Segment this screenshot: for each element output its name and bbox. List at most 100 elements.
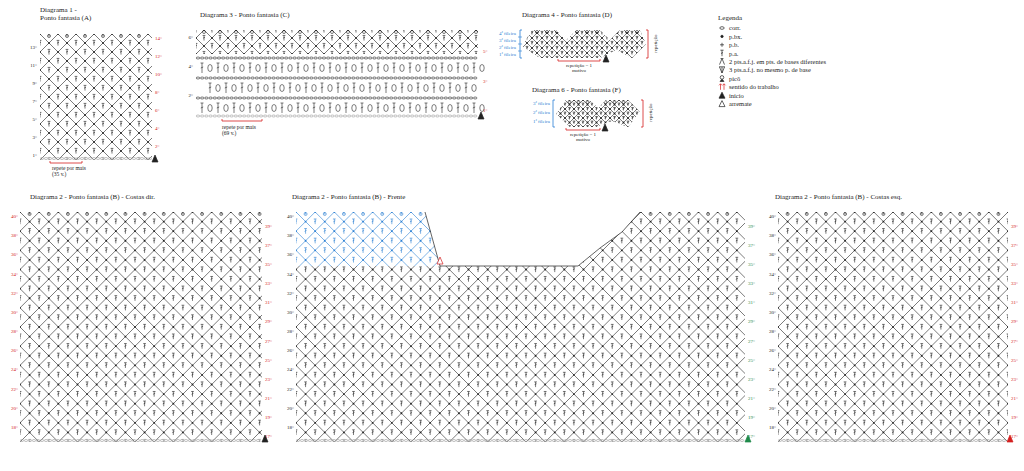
- stitch-symbol: [204, 51, 205, 56]
- chain-dot: [102, 78, 104, 80]
- chain-symbol: [465, 115, 469, 117]
- stitch-symbol: [345, 67, 347, 68]
- chain-symbol: [242, 77, 246, 79]
- stitch-symbol: [307, 45, 309, 46]
- stitch-symbol: [581, 52, 583, 53]
- chain-dot: [531, 37, 533, 39]
- stitch-symbol: [129, 150, 131, 151]
- stitch-symbol: [475, 53, 477, 54]
- chain-symbol: [251, 115, 255, 117]
- stitch-symbol: [111, 24, 113, 25]
- stitch-symbol: [557, 36, 558, 39]
- chain-dot: [93, 33, 95, 35]
- chart-stroke: [637, 100, 664, 127]
- stitch-symbol: [195, 43, 198, 44]
- chain-symbol: [352, 115, 356, 117]
- stitch-symbol: [616, 46, 619, 47]
- cluster-symbol: [320, 65, 324, 72]
- chain-dot: [621, 27, 623, 29]
- stitch-symbol: [111, 132, 113, 133]
- stitch-symbol: [75, 58, 78, 59]
- stitch-symbol: [444, 35, 445, 40]
- stitch-symbol: [211, 43, 214, 44]
- stitch-symbol: [94, 148, 95, 153]
- stitch-symbol: [394, 103, 395, 113]
- chain-symbol: [276, 97, 280, 99]
- stitch-symbol: [578, 126, 579, 129]
- cluster-symbol: [344, 85, 348, 92]
- stitch-symbol: [217, 103, 220, 104]
- chain-symbol: [473, 57, 477, 59]
- chain-dot: [66, 78, 68, 80]
- stitch-symbol: [596, 126, 597, 129]
- chain-symbol: [144, 158, 148, 160]
- stitch-symbol: [436, 43, 437, 48]
- stitch-symbol: [228, 27, 229, 32]
- chart-stroke: [76, 34, 202, 160]
- stitch-symbol: [419, 29, 421, 30]
- stitch-symbol: [129, 148, 132, 149]
- stitch-symbol: [425, 67, 427, 68]
- chain-symbol: [251, 97, 255, 99]
- stitch-symbol: [476, 35, 477, 40]
- stitch-symbol: [102, 123, 104, 124]
- stitch-symbol: [219, 21, 221, 22]
- chain-dot: [571, 27, 573, 29]
- stitch-symbol: [138, 141, 140, 142]
- chain-dot: [111, 123, 113, 125]
- stitch-symbol: [93, 40, 96, 41]
- cluster-symbol: [400, 65, 404, 72]
- chain-dot: [93, 51, 95, 53]
- stitch-symbol: [595, 125, 598, 126]
- stitch-symbol: [195, 27, 198, 28]
- cluster-symbol: [256, 65, 260, 72]
- chain-dot: [66, 150, 68, 152]
- stitch-symbol: [536, 57, 538, 58]
- stitch-symbol: [267, 35, 270, 36]
- stitch-symbol: [111, 40, 114, 41]
- stitch-symbol: [611, 41, 614, 42]
- stitch-symbol: [371, 27, 374, 28]
- stitch-symbol: [75, 150, 77, 151]
- cluster-symbol: [264, 85, 268, 92]
- stitch-symbol: [187, 51, 190, 52]
- stitch-symbol: [121, 85, 122, 90]
- stitch-symbol: [459, 21, 461, 22]
- picot-symbol: [315, 31, 318, 34]
- stitch-symbol: [30, 33, 32, 34]
- chain-symbol: [423, 115, 427, 117]
- stitch-symbol: [148, 58, 149, 63]
- stitch-symbol: [220, 35, 221, 40]
- chain-symbol: [205, 97, 209, 99]
- chart-stroke: [565, 100, 592, 127]
- chain-dot: [551, 57, 553, 59]
- cluster-symbol: [304, 105, 308, 112]
- chart-stroke: [0, 34, 22, 160]
- stitch-symbol: [220, 19, 221, 24]
- chain-symbol: [364, 97, 368, 99]
- chain-symbol: [293, 57, 297, 59]
- stitch-symbol: [419, 27, 422, 28]
- stitch-symbol: [556, 57, 558, 58]
- chain-symbol: [116, 158, 120, 160]
- chain-dot: [521, 47, 523, 49]
- stitch-symbol: [235, 51, 238, 52]
- stitch-symbol: [621, 52, 623, 53]
- chain-symbol: [461, 97, 465, 99]
- stitch-symbol: [614, 126, 616, 127]
- stitch-symbol: [57, 148, 60, 149]
- stitch-symbol: [102, 69, 104, 70]
- stitch-symbol: [387, 43, 390, 44]
- stitch-symbol: [346, 63, 347, 73]
- stitch-symbol: [227, 43, 230, 44]
- chart-stroke: [556, 100, 583, 127]
- stitch-symbol: [129, 24, 131, 25]
- start-marker: [152, 155, 158, 162]
- stitch-symbol: [58, 22, 59, 27]
- stitch-symbol: [130, 130, 131, 135]
- stitch-symbol: [547, 56, 548, 59]
- stitch-symbol: [417, 83, 420, 84]
- stitch-symbol: [242, 83, 243, 93]
- chain-dot: [631, 37, 633, 39]
- stitch-symbol: [377, 107, 379, 108]
